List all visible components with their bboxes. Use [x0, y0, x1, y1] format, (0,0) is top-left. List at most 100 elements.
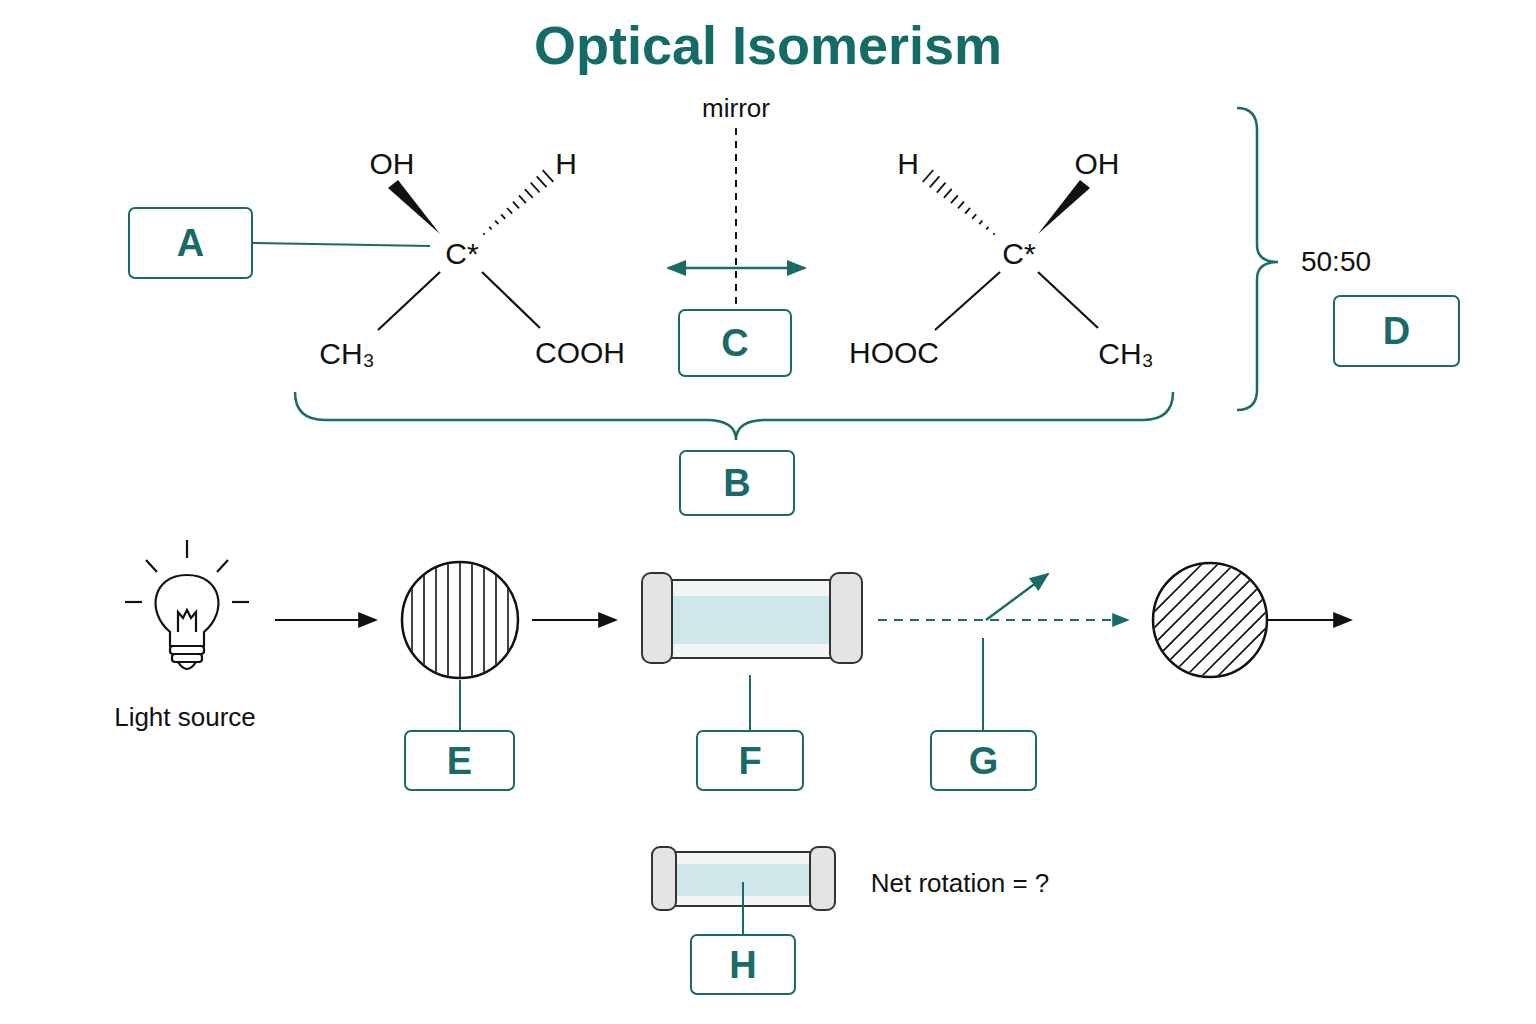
hash-bond: [923, 170, 995, 235]
polarizer-stroke: [495, 560, 497, 680]
light-arrow: [275, 619, 376, 621]
bond-line: [935, 272, 1000, 330]
atom-label: OH: [370, 147, 415, 180]
box-letter: E: [447, 742, 472, 780]
bond-line: [378, 272, 440, 330]
hash-stroke: [525, 189, 533, 198]
tube-cap: [652, 847, 676, 910]
box-letter: F: [738, 742, 761, 780]
light-ray: [217, 560, 228, 572]
hash-stroke: [944, 189, 952, 198]
analyzer-stroke: [1172, 550, 1312, 690]
source-label: Light source: [114, 703, 256, 732]
leader-line: [982, 638, 984, 730]
polarizer: [402, 562, 518, 678]
bond-line: [482, 272, 540, 328]
polarizer-stroke: [483, 560, 485, 680]
label-box: G: [930, 730, 1037, 791]
atom-label: OH: [1075, 147, 1120, 180]
polarizer-stroke: [447, 560, 449, 680]
polarizer-stroke: [459, 560, 461, 680]
analyzer-stroke: [1204, 550, 1344, 690]
leader-line: [459, 680, 461, 730]
tube-cap: [642, 573, 672, 663]
light-ray: [125, 601, 142, 603]
leader-line: [253, 243, 430, 246]
hash-stroke: [531, 183, 540, 193]
hash-stroke: [513, 202, 519, 209]
atom-label: H: [897, 147, 919, 180]
wedge-bond: [388, 180, 440, 234]
box-letter: A: [177, 224, 204, 262]
tube-cap: [830, 573, 862, 663]
hash-stroke: [537, 176, 547, 187]
hash-stroke: [937, 183, 946, 193]
tube-liquid: [672, 596, 830, 644]
hash-bond: [483, 170, 553, 235]
label-box: A: [128, 207, 253, 279]
light-arrow: [1267, 619, 1351, 621]
chiral-centre: C*: [445, 237, 478, 270]
brace: [295, 392, 1173, 440]
label-box: D: [1333, 295, 1460, 367]
hash-stroke: [495, 221, 498, 225]
mirror-line: [735, 128, 737, 306]
hash-stroke: [986, 227, 988, 230]
hash-stroke: [979, 221, 982, 225]
hash-stroke: [923, 170, 934, 182]
leader-line: [749, 675, 751, 730]
hash-stroke: [958, 202, 964, 209]
hash-stroke: [489, 227, 491, 230]
hash-stroke: [543, 170, 554, 182]
question-label: Net rotation = ?: [871, 869, 1050, 898]
box-letter: G: [969, 742, 999, 780]
bulb-base: [172, 654, 202, 662]
label-box: C: [678, 309, 792, 377]
brace: [1237, 108, 1278, 410]
box-letter: D: [1383, 312, 1410, 350]
polarizer-stroke: [411, 560, 413, 680]
light-bulb: [125, 540, 249, 669]
left-enantiomer: [378, 180, 540, 330]
bulb-base: [178, 662, 196, 669]
polarizer-stroke: [471, 560, 473, 680]
mirror-arrow: [668, 267, 805, 270]
polarizer-stroke: [423, 560, 425, 680]
rotated-beam: [878, 619, 1128, 621]
tube-cap: [810, 847, 835, 910]
analyzer-stroke: [1188, 550, 1328, 690]
box-letter: B: [723, 464, 750, 502]
right-enantiomer: [935, 180, 1098, 330]
ratio-label: 50:50: [1301, 247, 1371, 278]
group-label: COOH: [535, 336, 625, 369]
hash-stroke: [930, 176, 940, 187]
light-ray: [146, 560, 157, 572]
light-ray: [186, 540, 188, 558]
bond-line: [1038, 272, 1098, 328]
bulb-base: [170, 646, 204, 654]
hash-stroke: [483, 233, 484, 234]
label-box: H: [690, 934, 796, 995]
wedge-bond: [1038, 180, 1090, 234]
polarizer-lines: [412, 560, 508, 680]
hash-stroke: [507, 208, 512, 214]
light-ray: [232, 601, 249, 603]
hash-stroke: [519, 195, 526, 203]
analyzer: [1153, 563, 1267, 677]
sample-tube: [642, 573, 862, 663]
hash-stroke: [501, 214, 505, 219]
polarizer-stroke: [435, 560, 437, 680]
mirror-label: mirror: [702, 94, 770, 123]
bulb-glass: [156, 575, 219, 646]
hash-stroke: [951, 195, 958, 203]
tube-body: [660, 580, 842, 658]
atom-label: H: [555, 147, 577, 180]
light-arrow: [532, 619, 616, 621]
chiral-centre: C*: [1002, 237, 1035, 270]
polarizer-stroke: [507, 560, 509, 680]
group-label: HOOC: [849, 336, 939, 369]
label-box: F: [696, 730, 804, 791]
group-label: CH₃: [319, 337, 375, 370]
rotation-arrow: [986, 574, 1048, 620]
